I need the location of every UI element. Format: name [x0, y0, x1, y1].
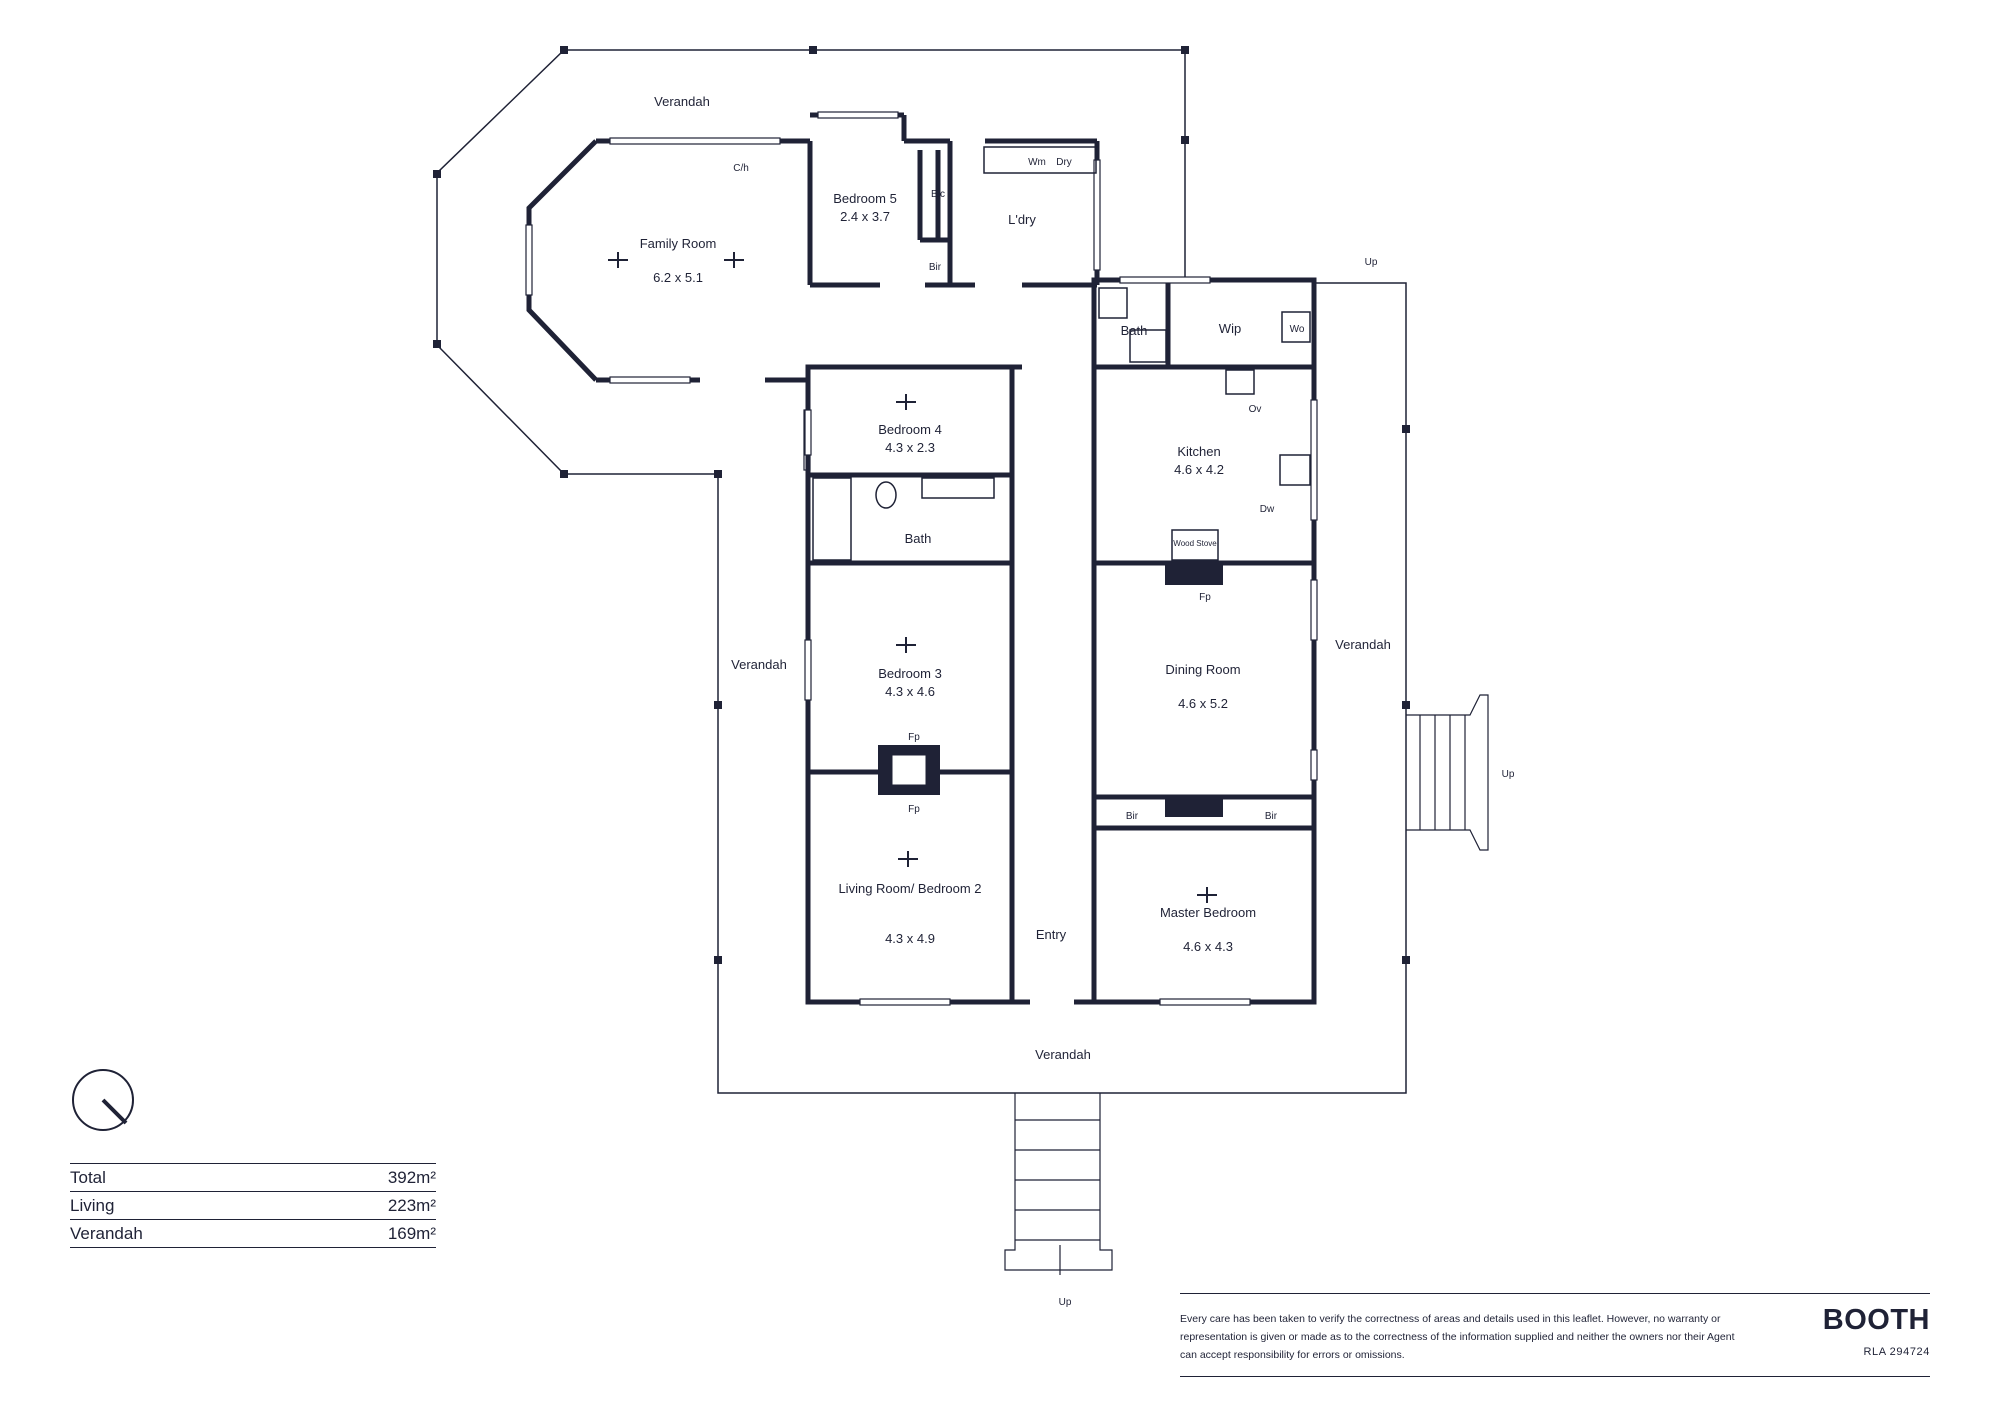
wood-stove-icon	[1171, 529, 1219, 561]
master-bir-right: Bir	[1265, 811, 1278, 822]
dining-room-size: 4.6 x 5.2	[1178, 696, 1228, 711]
area-summary-table: Total 392m² Living 223m² Verandah 169m²	[70, 1163, 436, 1248]
ceiling-fan-icons	[608, 252, 1217, 903]
dining-room-name: Dining Room	[1165, 662, 1240, 677]
verandah-posts	[433, 46, 1410, 964]
bedroom5-name: Bedroom 5	[833, 191, 897, 206]
verandah-label-bottom: Verandah	[1035, 1047, 1091, 1062]
bedroom3-size: 4.3 x 4.6	[885, 684, 935, 699]
wip-name: Wip	[1219, 321, 1241, 336]
family-room-name: Family Room	[640, 236, 717, 251]
laundry-name: L'dry	[1008, 212, 1036, 227]
bedroom3-name: Bedroom 3	[878, 666, 942, 681]
fireplace-label-bottom: Fp	[908, 804, 920, 815]
disclaimer-text: Every care has been taken to verify the …	[1180, 1313, 1735, 1361]
area-value: 223m²	[387, 1196, 436, 1215]
kitchen-fireplace-label: Fp	[1199, 592, 1211, 603]
north-compass	[72, 1069, 134, 1131]
bath-name: Bath	[905, 531, 932, 546]
area-row: Living 223m²	[70, 1191, 436, 1219]
bic-label: Bic	[931, 189, 945, 200]
wall-oven-label: Wo	[1290, 324, 1305, 335]
disclaimer-footer: Every care has been taken to verify the …	[1180, 1293, 1930, 1377]
area-value: 392m²	[387, 1168, 436, 1187]
dishwasher-label: Dw	[1260, 504, 1275, 515]
up-label-side-stairs: Up	[1502, 769, 1515, 780]
verandah-outline	[436, 49, 1407, 1094]
fireplace-label-top: Fp	[908, 732, 920, 743]
verandah-label-right: Verandah	[1335, 637, 1391, 652]
area-row: Total 392m²	[70, 1163, 436, 1191]
kitchen-name: Kitchen	[1177, 444, 1220, 459]
master-bedroom-name: Master Bedroom	[1160, 905, 1256, 920]
up-label-front-stairs: Up	[1059, 1297, 1072, 1308]
kitchen-size: 4.6 x 4.2	[1174, 462, 1224, 477]
bath-fixtures	[812, 146, 1311, 561]
bedroom4-name: Bedroom 4	[878, 422, 942, 437]
area-label: Verandah	[70, 1224, 143, 1243]
entry-name: Entry	[1036, 927, 1067, 942]
ensuite-name: Bath	[1121, 323, 1148, 338]
verandah-label-left: Verandah	[731, 657, 787, 672]
central-heating-label: C/h	[733, 163, 749, 174]
area-label: Living	[70, 1196, 115, 1215]
bedroom5-size: 2.4 x 3.7	[840, 209, 890, 224]
house-windows	[804, 276, 1318, 1006]
area-label: Total	[70, 1168, 106, 1187]
bir-label: Bir	[929, 262, 942, 273]
bedroom4-size: 4.3 x 2.3	[885, 440, 935, 455]
living-room-size: 4.3 x 4.9	[885, 931, 935, 946]
family-room-size: 6.2 x 5.1	[653, 270, 703, 285]
front-stairs	[1004, 1093, 1113, 1275]
side-stairs	[1406, 694, 1489, 851]
master-bir-left: Bir	[1126, 811, 1139, 822]
washer-label: Wm	[1028, 157, 1046, 168]
wood-stove-label: Wood Stove	[1173, 539, 1217, 548]
fireplace-icon	[891, 754, 927, 786]
oven-label: Ov	[1249, 404, 1262, 415]
living-room-name: Living Room/ Bedroom 2	[838, 881, 981, 896]
master-bedroom-size: 4.6 x 4.3	[1183, 939, 1233, 954]
fireplaces	[878, 563, 1223, 817]
dryer-label: Dry	[1056, 157, 1072, 168]
brand-logo: BOOTH	[1822, 1304, 1930, 1336]
verandah-label-top: Verandah	[654, 94, 710, 109]
family-room-walls	[526, 112, 1100, 383]
up-label-right-top: Up	[1365, 257, 1378, 268]
area-value: 169m²	[387, 1224, 436, 1243]
licence-number: RLA 294724	[1863, 1346, 1930, 1358]
area-row: Verandah 169m²	[70, 1219, 436, 1248]
